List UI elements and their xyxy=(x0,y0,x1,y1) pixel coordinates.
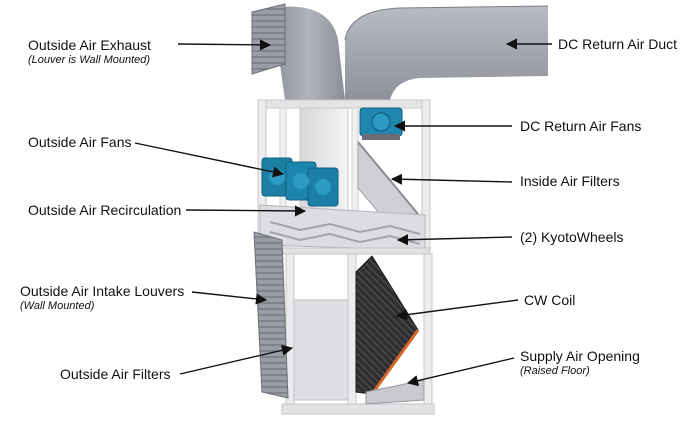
label-note: (Wall Mounted) xyxy=(20,300,95,312)
dc-return-air-fan xyxy=(359,107,403,140)
label-inside-air-filters: Inside Air Filters xyxy=(520,173,620,190)
label-note: (Louver is Wall Mounted) xyxy=(28,54,151,66)
label-outside-air-filters: Outside Air Filters xyxy=(60,366,170,383)
label-title: (2) KyotoWheels xyxy=(520,229,624,245)
cw-coil xyxy=(355,255,420,395)
label-note: (Raised Floor) xyxy=(520,365,590,377)
label-title: DC Return Air Duct xyxy=(558,36,678,52)
label-title: Outside Air Filters xyxy=(60,366,171,382)
label-cw-coil: CW Coil xyxy=(524,292,575,309)
leader-inside-air-filters xyxy=(390,173,513,185)
label-title: Outside Air Exhaust xyxy=(28,37,151,53)
leader-outside-air-exhaust xyxy=(177,39,272,51)
outside-air-exhaust-duct xyxy=(251,3,345,101)
label-title: DC Return Air Fans xyxy=(520,118,642,134)
lower-frame xyxy=(281,253,435,415)
dc-return-air-duct xyxy=(344,5,549,100)
outside-air-intake-louvers xyxy=(253,231,289,399)
label-outside-air-recirculation: Outside Air Recirculation xyxy=(28,202,181,219)
label-title: Inside Air Filters xyxy=(520,173,620,189)
label-title: Outside Air Recirculation xyxy=(28,202,182,218)
label-title: Outside Air Fans xyxy=(28,134,132,150)
leader-outside-air-intake-louvers xyxy=(191,291,268,305)
label-outside-air-intake-louvers: Outside Air Intake Louvers (Wall Mounted… xyxy=(20,283,184,313)
label-outside-air-fans: Outside Air Fans xyxy=(28,134,132,151)
inside-air-filters xyxy=(357,140,420,215)
leader-cw-coil xyxy=(395,299,519,321)
label-title: Outside Air Intake Louvers xyxy=(20,283,185,299)
label-dc-return-air-duct: DC Return Air Duct xyxy=(558,36,677,53)
label-title: Supply Air Opening xyxy=(520,348,640,364)
leader-lines xyxy=(134,38,552,387)
leader-outside-air-filters xyxy=(179,344,294,375)
label-title: CW Coil xyxy=(524,292,576,308)
leader-supply-air-opening xyxy=(406,357,515,387)
label-dc-return-air-fans: DC Return Air Fans xyxy=(520,118,641,135)
label-supply-air-opening: Supply Air Opening (Raised Floor) xyxy=(520,348,640,378)
leader-outside-air-recirculation xyxy=(185,205,307,217)
leader-outside-air-fans xyxy=(134,142,285,178)
leader-kyoto-wheels xyxy=(396,234,513,246)
label-kyoto-wheels: (2) KyotoWheels xyxy=(520,229,623,246)
label-outside-air-exhaust: Outside Air Exhaust (Louver is Wall Moun… xyxy=(28,37,151,67)
